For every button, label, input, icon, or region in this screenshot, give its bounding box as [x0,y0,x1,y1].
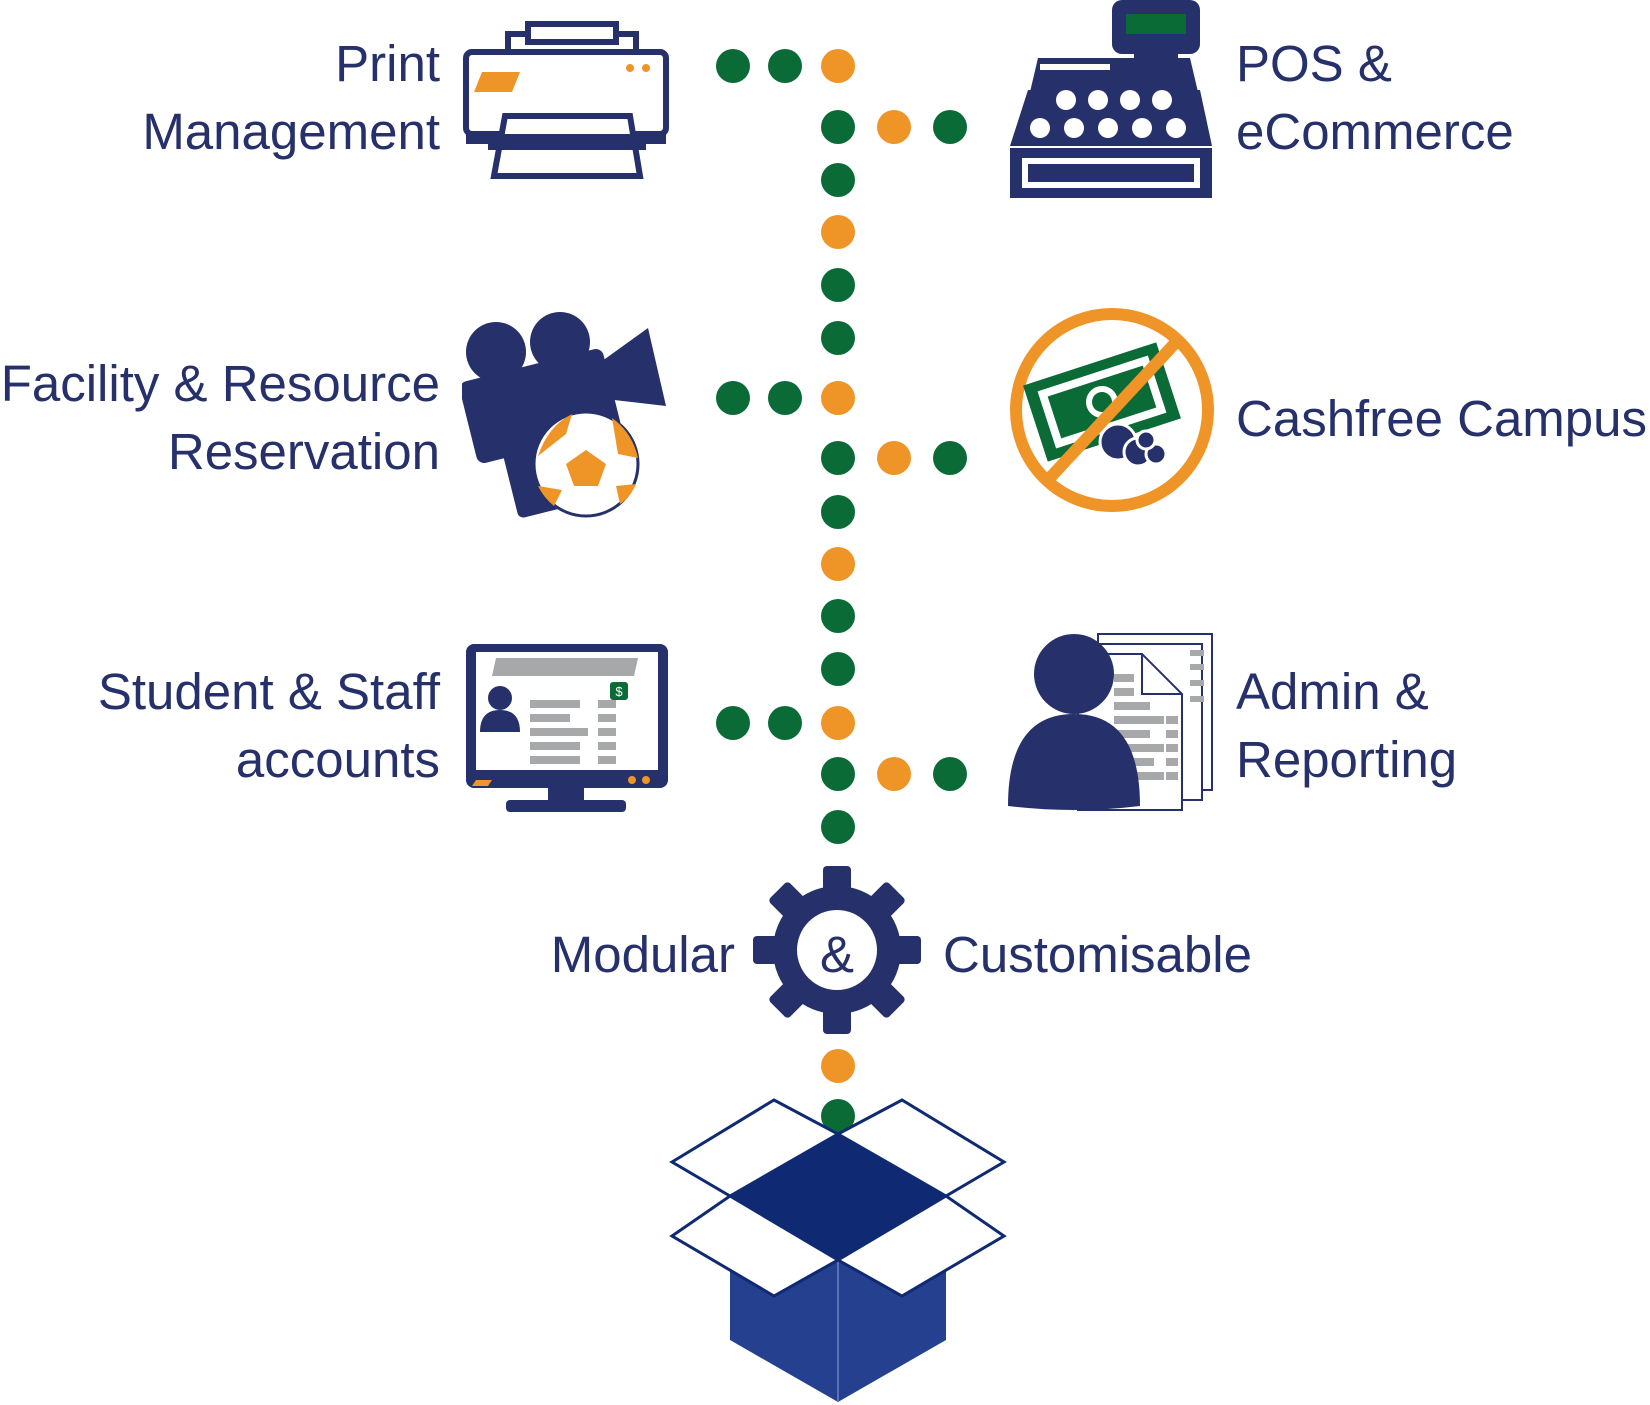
connector-dot [821,49,855,83]
connector-dot [821,1049,855,1083]
gear-icon [753,866,921,1034]
connector-dot [768,706,802,740]
label-admin-reporting: Admin & Reporting [1236,663,1458,788]
camera-ball-icon [462,312,666,518]
printer-icon [463,21,669,179]
label-cashfree-campus: Cashfree Campus [1236,390,1648,447]
connector-dot [821,215,855,249]
svg-text:$: $ [615,684,623,699]
connector-dot [821,495,855,529]
connector-dot [716,49,750,83]
label-modular: Modular [550,926,735,983]
connector-dot [821,757,855,791]
connector-dot [821,810,855,844]
connector-dot [821,268,855,302]
connector-dot [768,49,802,83]
connector-dot [877,110,911,144]
label-student-staff-accounts: Student & Staff accounts [97,663,440,788]
connector-dot [821,110,855,144]
connector-dot [821,652,855,686]
connector-dot [821,321,855,355]
open-box-icon [669,1098,1007,1402]
connector-dot [877,757,911,791]
connector-dot [821,441,855,475]
no-cash-icon [1010,308,1214,512]
connector-dot [933,441,967,475]
connector-dot [821,706,855,740]
connector-dot [716,381,750,415]
label-pos-ecommerce: POS & eCommerce [1236,35,1514,160]
connector-dot [821,163,855,197]
label-customisable: Customisable [943,926,1252,983]
connector-dot [933,757,967,791]
connector-dot [821,381,855,415]
label-print-management: Print Management [142,35,440,160]
account-monitor-icon: $ [466,644,668,812]
hub-ampersand: & [819,926,855,983]
connector-dot [877,441,911,475]
label-facility-reservation: Facility & Resource Reservation [0,355,440,480]
connector-dot [821,547,855,581]
cash-register-icon [1010,0,1212,198]
connector-dot [821,599,855,633]
connector-dot [768,381,802,415]
connector-dot [716,706,750,740]
connector-dot [933,110,967,144]
admin-report-icon [1008,633,1213,811]
